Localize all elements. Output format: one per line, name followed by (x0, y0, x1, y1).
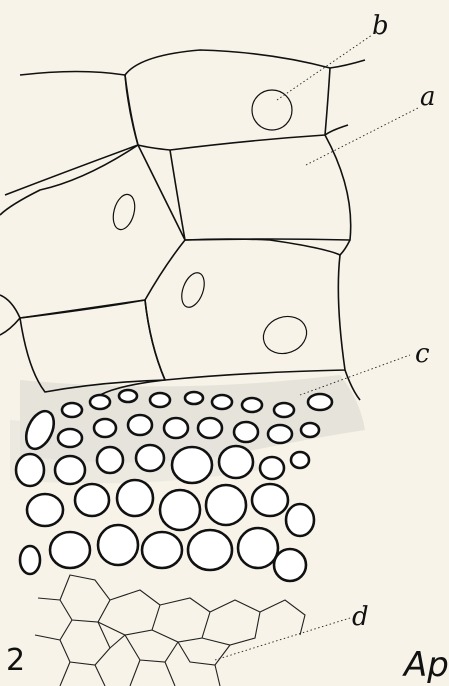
leader-b (277, 35, 372, 100)
figure-number: 2 (6, 643, 25, 678)
cell-lower-right (145, 239, 345, 380)
cell-top-left (5, 72, 138, 196)
leader-d (215, 618, 350, 660)
label-c: c (415, 339, 430, 369)
thin-walled-network (35, 575, 305, 686)
figure-title-fragment: Ap (402, 645, 449, 685)
label-b: b (372, 11, 389, 41)
leader-a (306, 108, 418, 165)
leader-lines (215, 35, 418, 660)
label-d: d (352, 602, 369, 632)
cell-lower-left (20, 300, 165, 392)
cell-middle-left (0, 145, 138, 215)
large-parenchyma-cells (0, 50, 365, 400)
cell-nuclei (110, 90, 312, 359)
label-a: a (420, 82, 436, 112)
cell-middle-right (170, 135, 351, 240)
